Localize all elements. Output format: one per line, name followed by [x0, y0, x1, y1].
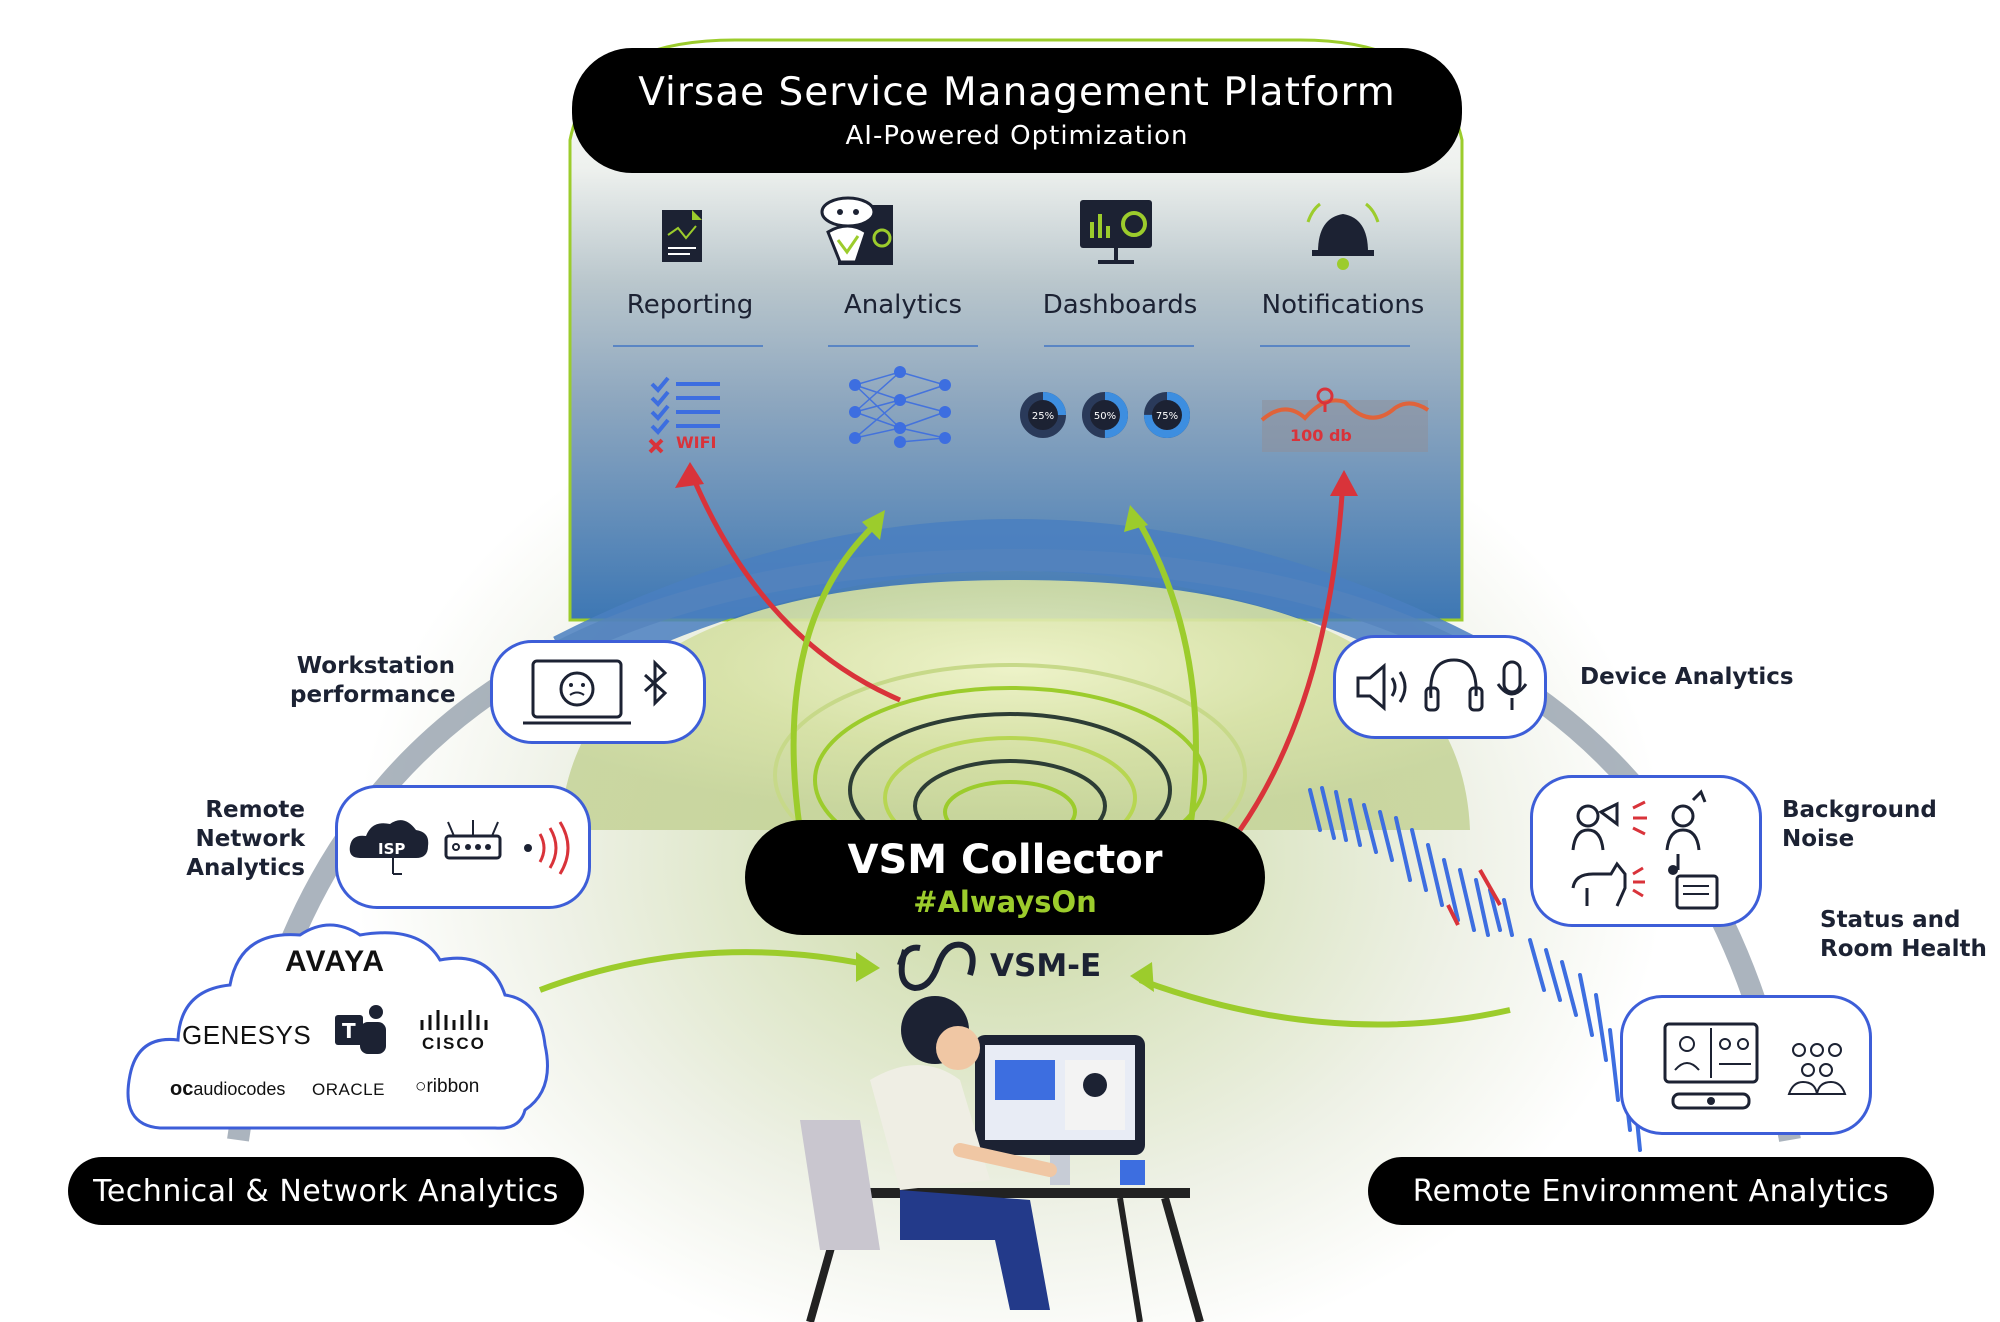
isp-label: ISP	[378, 840, 406, 858]
feature-underline	[1044, 345, 1194, 347]
collector-hashtag: #AlwaysOn	[913, 884, 1097, 919]
collector-title: VSM Collector	[847, 836, 1163, 883]
technical-network-label: Technical & Network Analytics	[93, 1173, 559, 1209]
red-arrows	[687, 469, 1346, 832]
laptop-bluetooth-icon	[523, 659, 668, 725]
donut-arc-2	[1144, 392, 1190, 438]
remote-network-card: ISP	[335, 785, 591, 909]
device-analytics-label: Device Analytics	[1580, 664, 1794, 690]
speaker-headset-mic-icon	[1356, 658, 1528, 712]
reporting-checklist-visual	[648, 376, 720, 454]
donut-arc-1	[1082, 392, 1128, 438]
bell-icon	[1306, 202, 1380, 270]
platform-title: Virsae Service Management Platform	[638, 70, 1396, 115]
technical-network-pill: Technical & Network Analytics	[68, 1157, 584, 1225]
status-room-card	[1620, 995, 1872, 1135]
avaya-logo: AVAYA	[285, 945, 386, 978]
donut-label-1: 50%	[1094, 411, 1116, 422]
donut-arc-0	[1020, 392, 1066, 438]
feature-underline	[613, 345, 763, 347]
oracle-logo: ORACLE	[312, 1080, 385, 1099]
report-document-icon	[662, 210, 702, 262]
blue-arc	[553, 519, 1477, 684]
donut-label-2: 75%	[1156, 411, 1178, 422]
device-analytics-card	[1333, 635, 1547, 739]
room-video-people-icon	[1663, 1022, 1847, 1110]
remote-environment-label: Remote Environment Analytics	[1412, 1173, 1890, 1209]
workstation-card	[490, 640, 706, 744]
person-at-desk-illustration	[800, 996, 1204, 1322]
remote-environment-pill: Remote Environment Analytics	[1368, 1157, 1934, 1225]
noise-level-label: 100 db	[1290, 426, 1352, 445]
platform-subtitle: AI-Powered Optimization	[845, 121, 1189, 151]
vsm-e-label: VSM-E	[990, 948, 1102, 984]
feature-label-reporting: Reporting	[626, 290, 754, 320]
neural-nodes	[849, 366, 951, 448]
platform-header: Virsae Service Management Platform AI-Po…	[572, 48, 1462, 173]
donut-charts: 25% 50% 75%	[1020, 392, 1190, 438]
background-noise-card	[1530, 775, 1762, 927]
genesys-logo: GENESYS	[182, 1020, 312, 1050]
neural-network-visual	[854, 371, 946, 443]
noise-level-visual	[1260, 387, 1430, 452]
robot-analytics-icon	[820, 196, 893, 265]
ribbon-logo: ○ribbon	[415, 1076, 480, 1097]
donut-label-0: 25%	[1032, 411, 1054, 422]
green-arrows	[538, 513, 1511, 1028]
noise-sources-icon	[1571, 789, 1719, 910]
wifi-tag: WIFI	[676, 433, 717, 452]
svg-text:T: T	[342, 1019, 356, 1043]
cisco-logo: CISCO	[422, 1034, 486, 1053]
feature-label-dashboards: Dashboards	[1042, 290, 1198, 320]
isp-router-signal-icon	[349, 820, 570, 875]
dashboard-monitor-icon	[1080, 200, 1152, 264]
cisco-bars-icon	[420, 1010, 488, 1030]
feature-label-notifications: Notifications	[1261, 290, 1425, 320]
feature-underline	[828, 345, 978, 347]
feature-underline	[1260, 345, 1410, 347]
feature-label-analytics: Analytics	[843, 290, 963, 320]
vsm-collector-pill: VSM Collector #AlwaysOn	[745, 820, 1265, 935]
audiocodes-logo: ocaudiocodes	[170, 1078, 286, 1100]
